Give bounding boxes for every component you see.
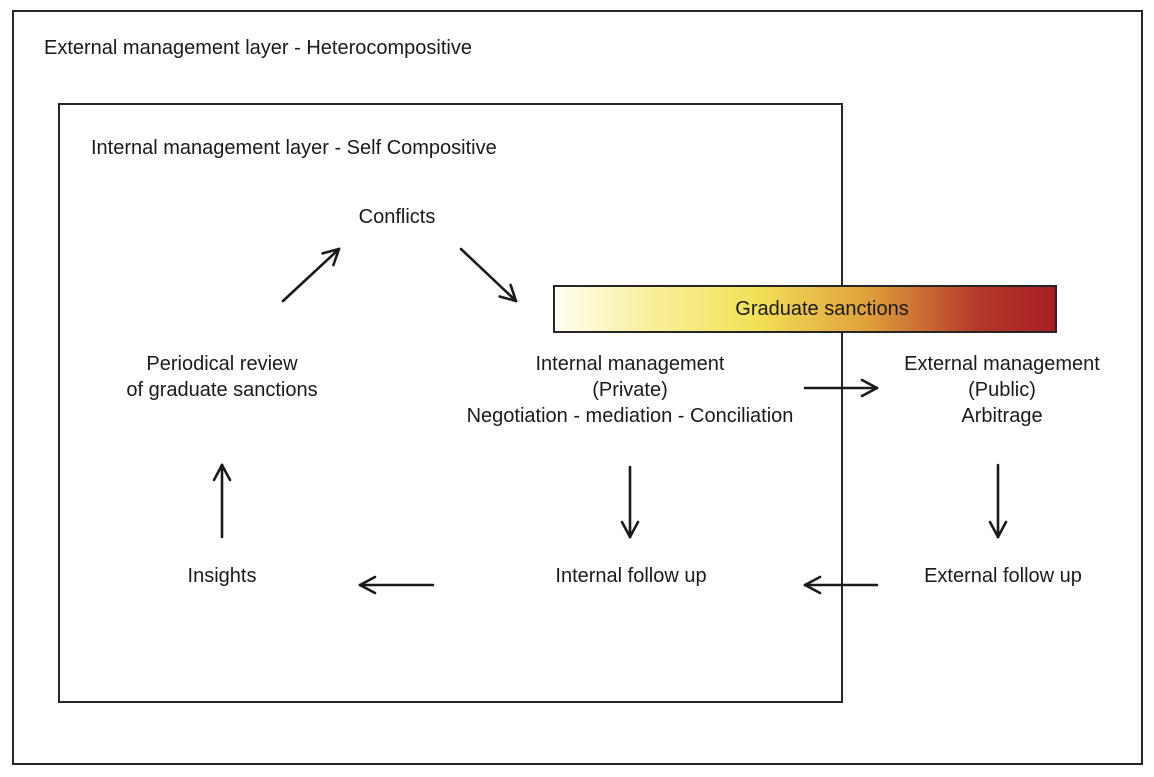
periodical-review-node: Periodical review of graduate sanctions bbox=[102, 351, 342, 403]
graduate-sanctions-gradient-bar: Graduate sanctions bbox=[553, 285, 1057, 333]
external-follow-up-node: External follow up bbox=[924, 565, 1082, 587]
external-management-line1: External management bbox=[904, 353, 1100, 375]
conflicts-node: Conflicts bbox=[358, 206, 436, 228]
external-management-line2: (Public) bbox=[968, 379, 1036, 401]
periodical-review-line2: of graduate sanctions bbox=[126, 379, 318, 401]
external-management-node: External management (Public) Arbitrage bbox=[890, 351, 1114, 429]
internal-management-line1: Internal management bbox=[535, 353, 725, 375]
internal-management-layer-box bbox=[58, 103, 843, 703]
external-management-line3: Arbitrage bbox=[961, 405, 1043, 427]
periodical-review-line1: Periodical review bbox=[146, 353, 298, 375]
external-management-layer-box bbox=[12, 10, 1143, 765]
graduate-sanctions-label: Graduate sanctions bbox=[735, 297, 909, 320]
internal-management-line3: Negotiation - mediation - Conciliation bbox=[466, 405, 794, 427]
internal-management-line2: (Private) bbox=[592, 379, 668, 401]
internal-management-node: Internal management (Private) Negotiatio… bbox=[430, 351, 830, 429]
internal-layer-title: Internal management layer - Self Composi… bbox=[91, 137, 497, 159]
external-layer-title: External management layer - Heterocompos… bbox=[44, 37, 472, 59]
insights-node: Insights bbox=[187, 565, 257, 587]
internal-follow-up-node: Internal follow up bbox=[555, 565, 707, 587]
